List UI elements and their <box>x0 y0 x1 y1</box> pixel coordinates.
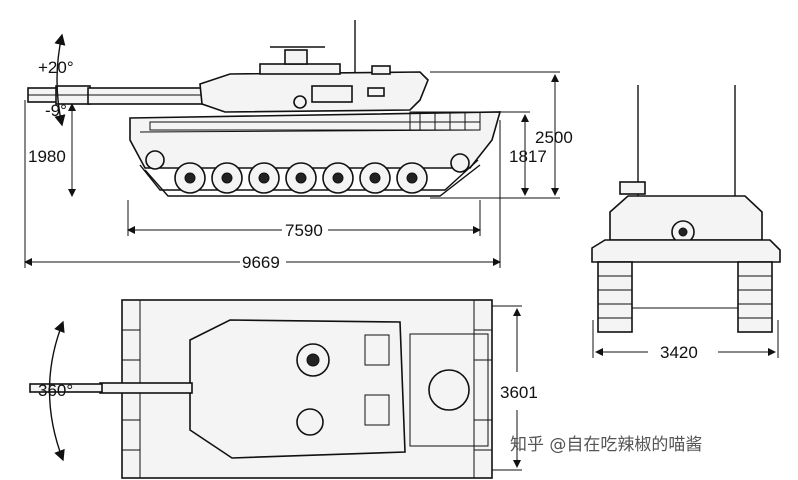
dim-2500: 2500 <box>535 128 573 147</box>
dim-1980: 1980 <box>28 147 66 166</box>
turret-side <box>199 20 429 113</box>
traverse-label: 360° <box>38 381 73 400</box>
dim-3420: 3420 <box>660 343 698 362</box>
top-view: 360° 3601 <box>29 299 538 479</box>
side-view: +20° -9° 1980 7590 9669 2500 1817 <box>24 20 573 272</box>
hull-side <box>129 111 502 169</box>
watermark: 知乎 @自在吃辣椒的喵酱 <box>510 435 702 455</box>
dim-1817: 1817 <box>509 147 547 166</box>
dim-3601: 3601 <box>500 383 538 402</box>
elevation-down-label: -9° <box>45 101 67 120</box>
dim-9669: 9669 <box>242 253 280 272</box>
dim-7590: 7590 <box>285 221 323 240</box>
elevation-up-label: +20° <box>38 58 74 77</box>
front-view: 3420 <box>591 85 781 362</box>
running-gear <box>139 150 481 197</box>
elevation-arc <box>54 33 66 127</box>
